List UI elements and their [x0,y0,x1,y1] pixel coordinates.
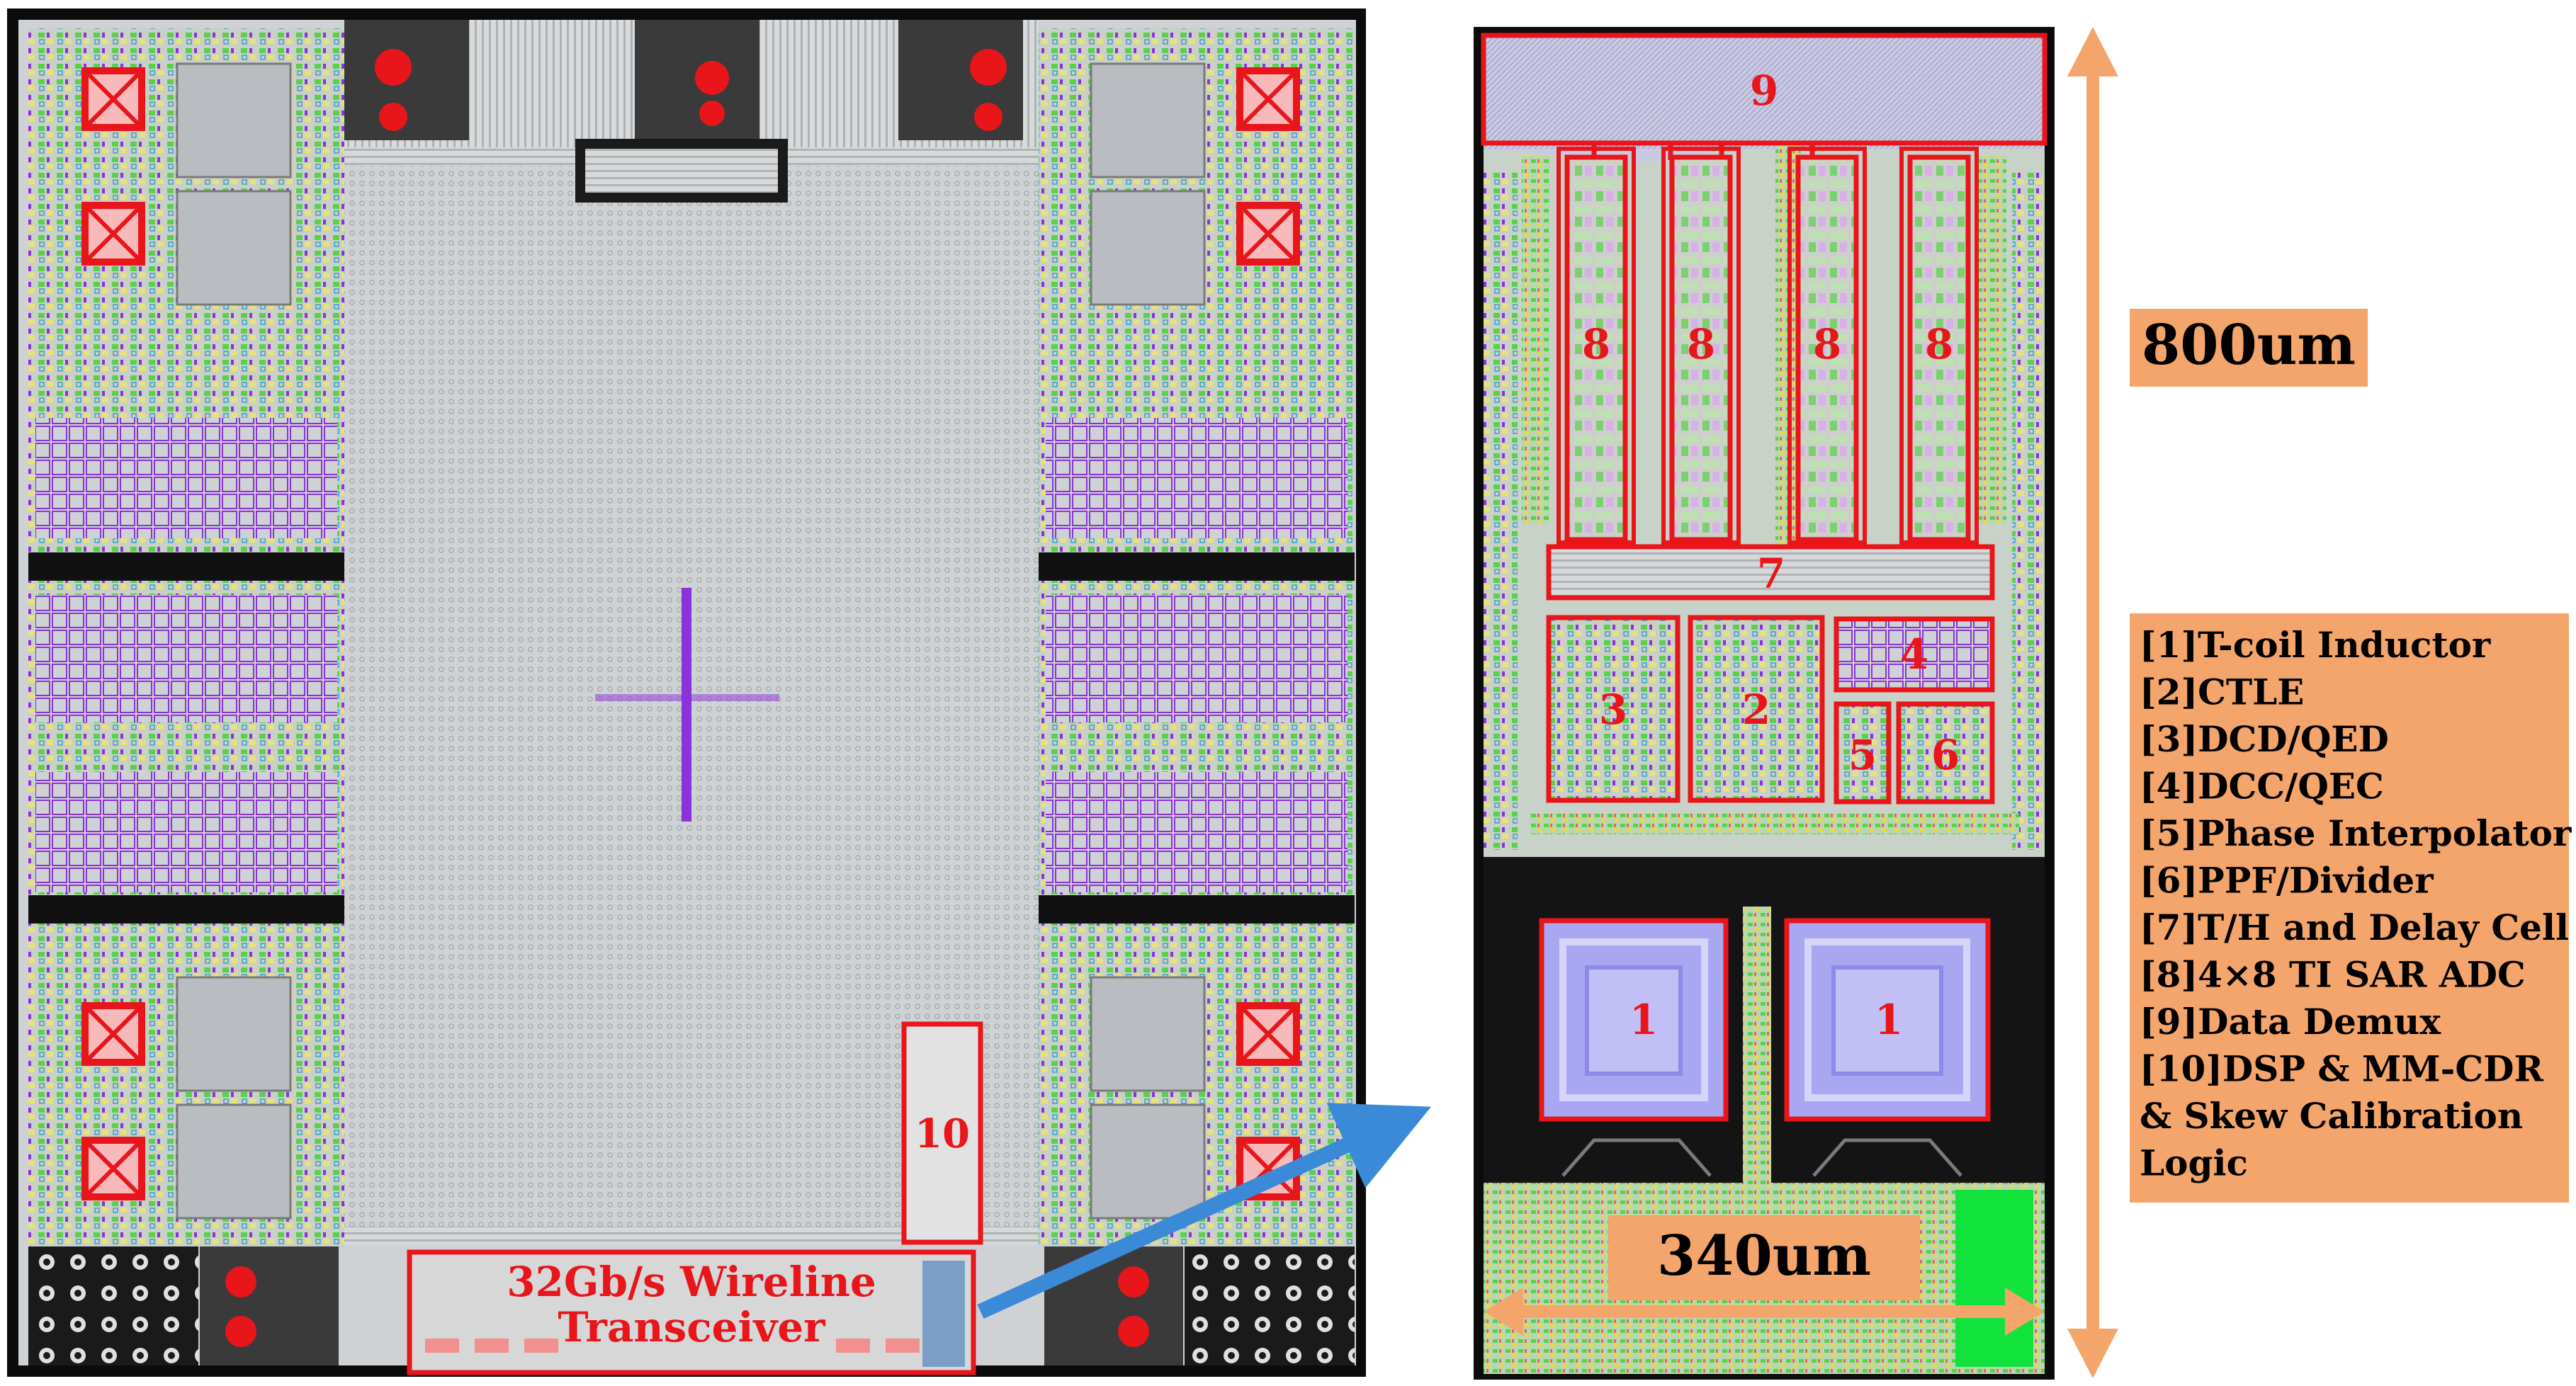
dsp-block-10-outline [901,1021,983,1245]
block-2-label: 2 [1742,686,1770,734]
block-8c-outline [1795,154,1859,543]
block-6-label: 6 [1931,731,1960,779]
transceiver-label-line2: Transceiver [558,1303,826,1351]
legend-item: [9]Data Demux [2140,1001,2441,1043]
legend-item: [10]DSP & MM-CDR [2140,1048,2544,1090]
height-dimension: 800um [2067,27,2368,1378]
block-1a-label: 1 [1629,996,1658,1044]
block-7-label: 7 [1757,550,1785,598]
block-6-outline [1896,701,1995,805]
bottom-left-pad-array [28,1246,198,1365]
receiver-zoom-layout: 9 8 8 8 8 7 3 2 4 5 6 [1474,27,2055,1380]
legend-item: [1]T-coil Inductor [2140,624,2491,666]
legend-item: [8]4×8 TI SAR ADC [2140,954,2526,996]
block-8d-outline [1907,154,1971,543]
full-chip-layout: 10 32Gb/s Wireline Transceiver [7,8,1366,1377]
block-8c-label: 8 [1813,320,1841,368]
height-label: 800um [2142,313,2356,377]
block-2-outline [1688,615,1825,803]
t-coil-inductor-left [1539,918,1729,1122]
block-4-outline [1834,616,1995,693]
block-7-outline [1546,544,1995,601]
block-5-outline [1834,701,1892,805]
block-9-label: 9 [1750,67,1778,115]
width-dimension: 340um [1484,1215,2045,1336]
block-8b-outline [1669,154,1733,543]
block-8a-label: 8 [1582,320,1610,368]
transceiver-label-line1: 32Gb/s Wireline [507,1258,876,1306]
block-8d-label: 8 [1925,320,1953,368]
block-5-label: 5 [1848,731,1877,779]
legend-item: Logic [2140,1142,2248,1184]
legend-item: [6]PPF/Divider [2140,860,2434,902]
block-3-outline [1546,615,1680,803]
t-coil-inductor-right [1784,918,1991,1122]
legend-item: [5]Phase Interpolator [2140,812,2572,854]
zoom-arrow [977,1103,1432,1319]
legend-item: [2]CTLE [2140,671,2304,713]
legend-item: & Skew Calibration [2140,1095,2523,1137]
legend-item: [3]DCD/QED [2140,718,2389,760]
block-10-label: 10 [915,1110,970,1157]
block-3-label: 3 [1599,686,1627,734]
block-1b-label: 1 [1875,996,1903,1044]
legend-item: [4]DCC/QEC [2140,766,2384,807]
block-8b-label: 8 [1687,320,1715,368]
bottom-right-pad-array [1185,1246,1355,1365]
width-label: 340um [1657,1224,1871,1288]
block-legend: [1]T-coil Inductor [2]CTLE [3]DCD/QED [4]DC… [2130,613,2572,1203]
block-4-label: 4 [1900,630,1928,678]
legend-item: [7]T/H and Delay Cell [2140,907,2569,948]
block-9-outline [1481,33,2047,146]
block-8a-outline [1564,154,1628,543]
